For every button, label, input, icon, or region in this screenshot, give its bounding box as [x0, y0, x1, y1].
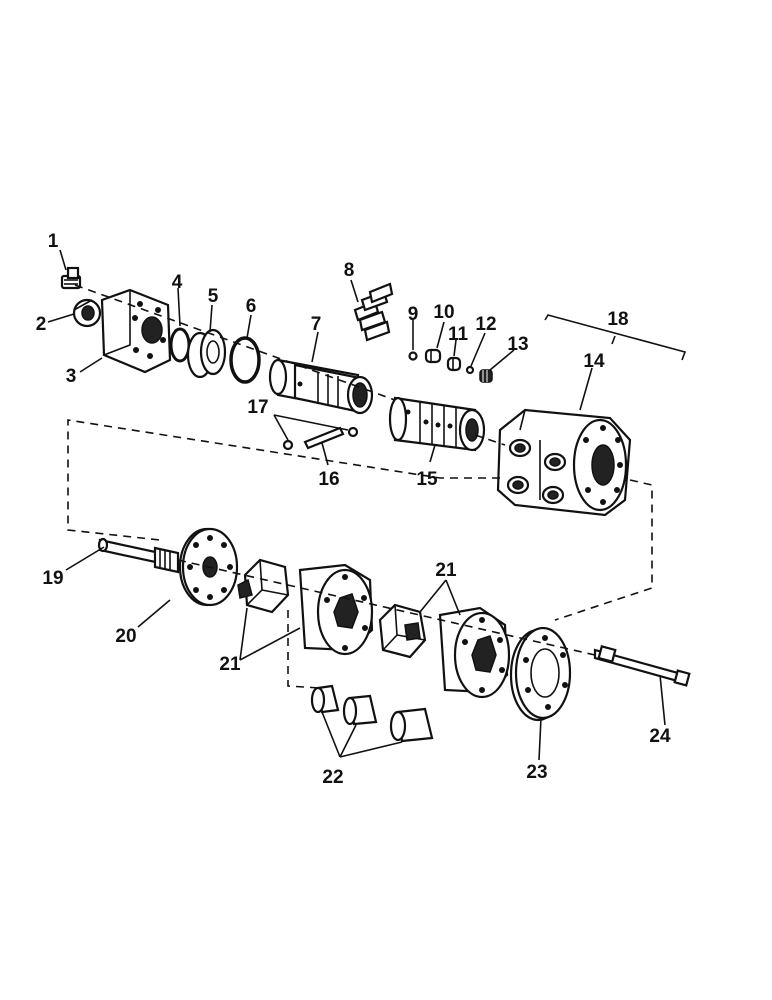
part-21-rotor-b: [378, 603, 427, 659]
part-24-bolt: [593, 645, 691, 687]
callout-2: 2: [36, 314, 47, 335]
callout-17: 17: [247, 397, 268, 418]
callout-9: 9: [408, 304, 419, 325]
callout-23: 23: [526, 762, 547, 783]
part-11-plug: [446, 356, 462, 372]
callout-15: 15: [416, 469, 438, 490]
part-5-bushing: [186, 328, 227, 379]
assembly-line-right: [554, 479, 653, 621]
callout-18: 18: [607, 309, 628, 330]
callout-24: 24: [649, 726, 671, 747]
callout-21-top: 21: [435, 560, 457, 581]
callout-7: 7: [311, 314, 322, 335]
callout-5: 5: [208, 286, 219, 307]
callout-14: 14: [583, 351, 605, 372]
part-21-rotor-a: [237, 558, 290, 614]
callout-12: 12: [475, 314, 496, 335]
part-21-stator-b: [438, 606, 511, 699]
callout-11: 11: [448, 324, 469, 345]
assembly-line-rollers: [287, 610, 321, 689]
part-22-rollers: [310, 684, 434, 743]
part-19-drive-shaft: [97, 537, 180, 574]
callout-8: 8: [344, 260, 355, 281]
callout-19: 19: [42, 568, 63, 589]
callout-6: 6: [246, 296, 257, 317]
part-9-ball: [408, 351, 418, 361]
part-17-balls: [282, 426, 359, 451]
part-14-housing: [496, 408, 632, 517]
part-16-pin: [303, 426, 345, 450]
part-21-stator-a: [298, 563, 374, 656]
part-4-o-ring: [169, 327, 191, 363]
callout-21-left: 21: [219, 654, 241, 675]
callout-20: 20: [115, 626, 136, 647]
callout-10: 10: [433, 302, 454, 323]
part-3-end-cap: [100, 288, 172, 374]
callout-1: 1: [48, 231, 59, 252]
part-15-sleeve: [388, 396, 486, 452]
assembly-line-lower: [177, 559, 596, 656]
part-10-plug: [424, 348, 442, 364]
part-1-fitting: [60, 266, 82, 290]
callout-4: 4: [172, 272, 183, 293]
part-23-end-plate: [509, 626, 572, 722]
assembly-line-sleeve: [474, 434, 506, 446]
leader-lines: [47, 249, 666, 761]
part-13-spring: [479, 369, 493, 383]
callout-22: 22: [322, 767, 343, 788]
callout-3: 3: [66, 366, 77, 387]
callout-16: 16: [318, 469, 339, 490]
part-2-seal: [72, 298, 102, 328]
assembly-box: [67, 419, 500, 541]
bracket-18: [544, 314, 687, 361]
part-8-springs: [353, 282, 394, 342]
assembly-line-upper: [74, 284, 396, 401]
callout-13: 13: [507, 334, 528, 355]
part-12-ball: [465, 365, 475, 375]
part-6-o-ring: [229, 336, 261, 384]
